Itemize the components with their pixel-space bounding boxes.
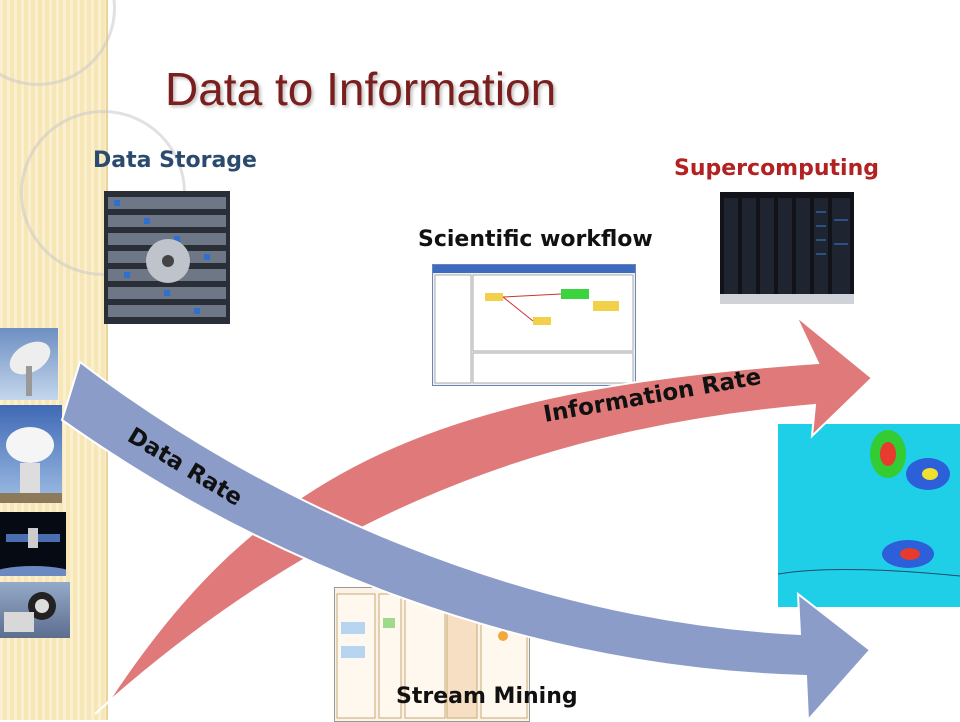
- stream-mining-label: Stream Mining: [396, 684, 578, 709]
- data-storage-label: Data Storage: [93, 148, 257, 173]
- space-telescope-icon: [0, 582, 70, 638]
- satellite-icon: [0, 512, 66, 576]
- radio-telescope-icon: [0, 328, 58, 400]
- data-rate-arrow: [60, 360, 872, 720]
- scientific-workflow-label: Scientific workflow: [418, 227, 653, 252]
- slide-title: Data to Information: [165, 63, 557, 115]
- supercomputer-icon: [720, 192, 854, 304]
- workflow-screenshot-icon: [432, 264, 636, 386]
- radar-map-icon: [778, 424, 960, 607]
- supercomputing-label: Supercomputing: [674, 156, 879, 181]
- server-rack-icon: [104, 191, 230, 324]
- radio-telescope-icon: [0, 405, 62, 503]
